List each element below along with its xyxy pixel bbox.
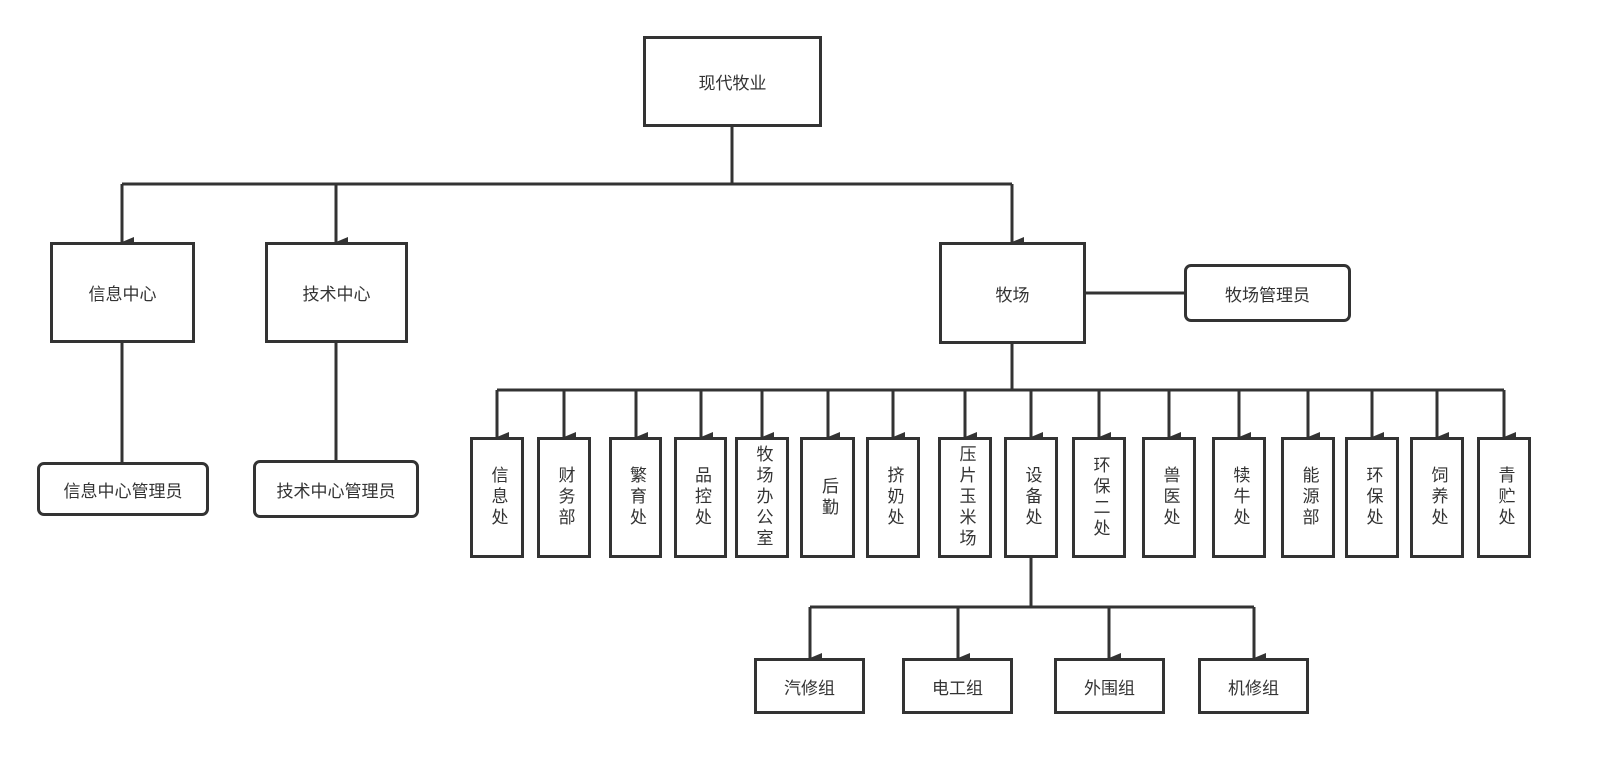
department-label: 青贮处 [1494, 466, 1515, 529]
ranch-label: 牧场 [995, 285, 1030, 306]
department-node-d2[interactable]: 财务部 [537, 437, 591, 558]
department-node-d13[interactable]: 能源部 [1281, 437, 1335, 558]
info-admin-node[interactable]: 信息中心管理员 [37, 462, 209, 516]
department-label: 环保二处 [1089, 455, 1110, 540]
tech-admin-label: 技术中心管理员 [276, 481, 396, 502]
tech-center-node[interactable]: 技术中心 [265, 242, 408, 343]
department-label: 繁育处 [626, 466, 646, 529]
department-label: 牧场办公室 [752, 445, 773, 550]
department-label: 能源部 [1298, 466, 1319, 529]
department-label: 饲养处 [1427, 466, 1448, 529]
department-node-d6[interactable]: 后勤 [800, 437, 855, 558]
department-label: 挤奶处 [883, 466, 904, 529]
department-label: 兽医处 [1159, 466, 1180, 529]
department-node-d3[interactable]: 繁育处 [609, 437, 662, 558]
department-node-d10[interactable]: 环保二处 [1072, 437, 1126, 558]
ranch-admin-label: 牧场管理员 [1225, 285, 1310, 306]
group-node-machine-repair[interactable]: 机修组 [1198, 658, 1309, 714]
group-label: 外围组 [1084, 678, 1135, 699]
group-label: 汽修组 [784, 678, 835, 699]
tech-admin-node[interactable]: 技术中心管理员 [253, 460, 419, 518]
root-node[interactable]: 现代牧业 [643, 36, 822, 127]
department-label: 后勤 [818, 476, 838, 519]
info-center-label: 信息中心 [88, 285, 157, 305]
root-label: 现代牧业 [698, 74, 767, 94]
department-node-d8[interactable]: 压片玉米场 [938, 437, 992, 558]
department-node-d4[interactable]: 品控处 [674, 437, 727, 558]
tech-center-label: 技术中心 [302, 285, 371, 305]
info-admin-label: 信息中心管理员 [63, 481, 183, 502]
ranch-admin-node[interactable]: 牧场管理员 [1184, 264, 1351, 322]
department-node-d15[interactable]: 饲养处 [1410, 437, 1464, 558]
info-center-node[interactable]: 信息中心 [50, 242, 195, 343]
group-label: 机修组 [1228, 678, 1279, 699]
group-label: 电工组 [932, 678, 983, 699]
department-label: 设备处 [1021, 466, 1042, 529]
department-label: 信息处 [487, 466, 508, 529]
department-node-d7[interactable]: 挤奶处 [866, 437, 920, 558]
department-node-d5[interactable]: 牧场办公室 [735, 437, 789, 558]
department-node-d1[interactable]: 信息处 [470, 437, 524, 558]
group-node-electrician[interactable]: 电工组 [902, 658, 1013, 714]
group-node-perimeter[interactable]: 外围组 [1054, 658, 1165, 714]
department-node-d11[interactable]: 兽医处 [1142, 437, 1196, 558]
department-node-d9[interactable]: 设备处 [1004, 437, 1058, 558]
department-node-d12[interactable]: 犊牛处 [1212, 437, 1266, 558]
department-label: 犊牛处 [1229, 466, 1250, 529]
department-node-d14[interactable]: 环保处 [1345, 437, 1399, 558]
department-label: 环保处 [1362, 466, 1383, 529]
group-node-auto-repair[interactable]: 汽修组 [754, 658, 865, 714]
department-label: 品控处 [691, 466, 711, 529]
department-label: 财务部 [554, 466, 575, 529]
department-node-d16[interactable]: 青贮处 [1477, 437, 1531, 558]
ranch-node[interactable]: 牧场 [939, 242, 1086, 344]
department-label: 压片玉米场 [955, 445, 976, 550]
